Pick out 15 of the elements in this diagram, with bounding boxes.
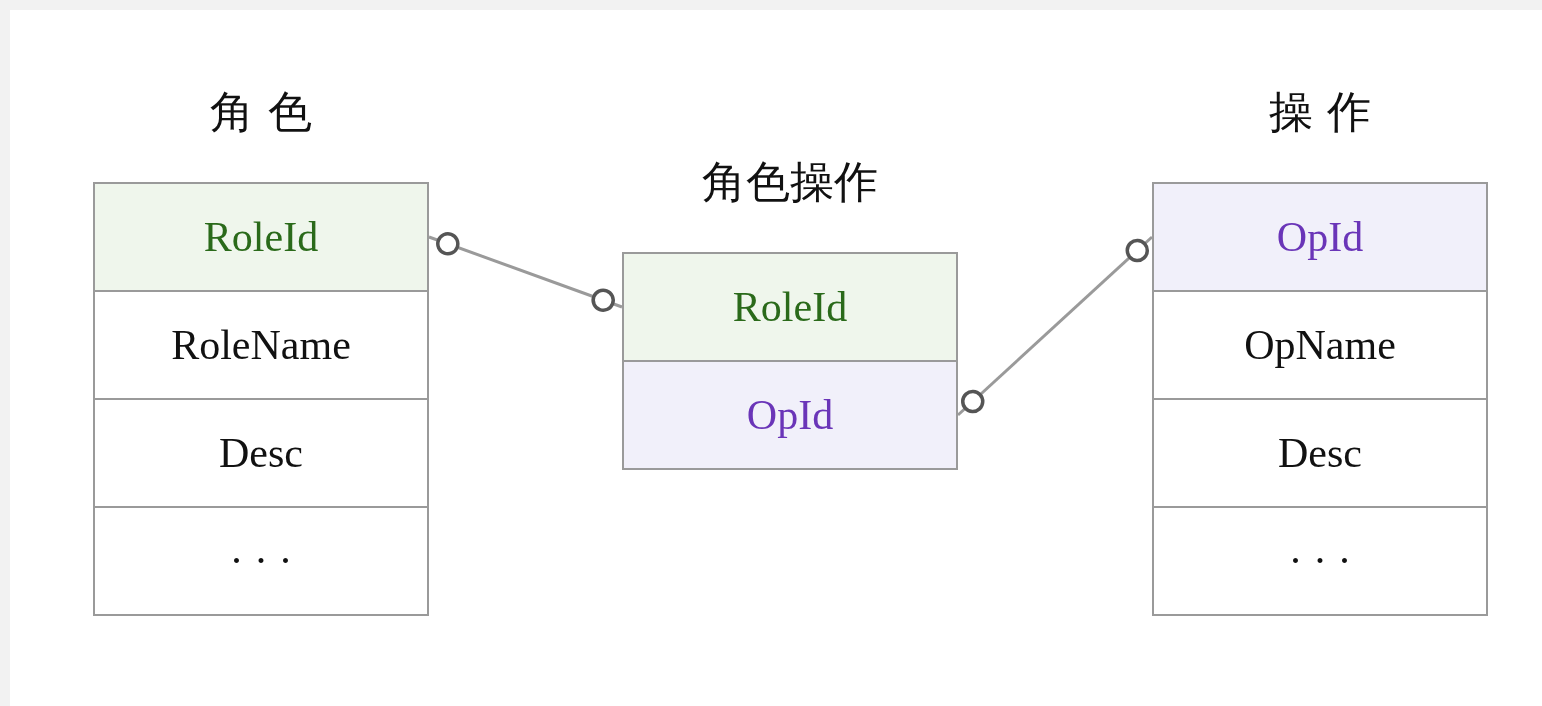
table-title: 操 作: [1268, 85, 1372, 139]
connector-line: [428, 232, 623, 312]
table-cell: OpName: [1152, 290, 1488, 400]
connector-line: [957, 235, 1153, 417]
table-cell: RoleId: [93, 182, 429, 292]
table-cell: Desc: [93, 398, 429, 508]
table-cell: · · ·: [1152, 506, 1488, 616]
table-cell: · · ·: [93, 506, 429, 616]
table-cell: RoleName: [93, 290, 429, 400]
table-cell: Desc: [1152, 398, 1488, 508]
table-cell: OpId: [1152, 182, 1488, 292]
table-cell: RoleId: [622, 252, 958, 362]
table-title: 角 色: [209, 85, 313, 139]
table-cell: OpId: [622, 360, 958, 470]
table-title: 角色操作: [701, 155, 879, 209]
